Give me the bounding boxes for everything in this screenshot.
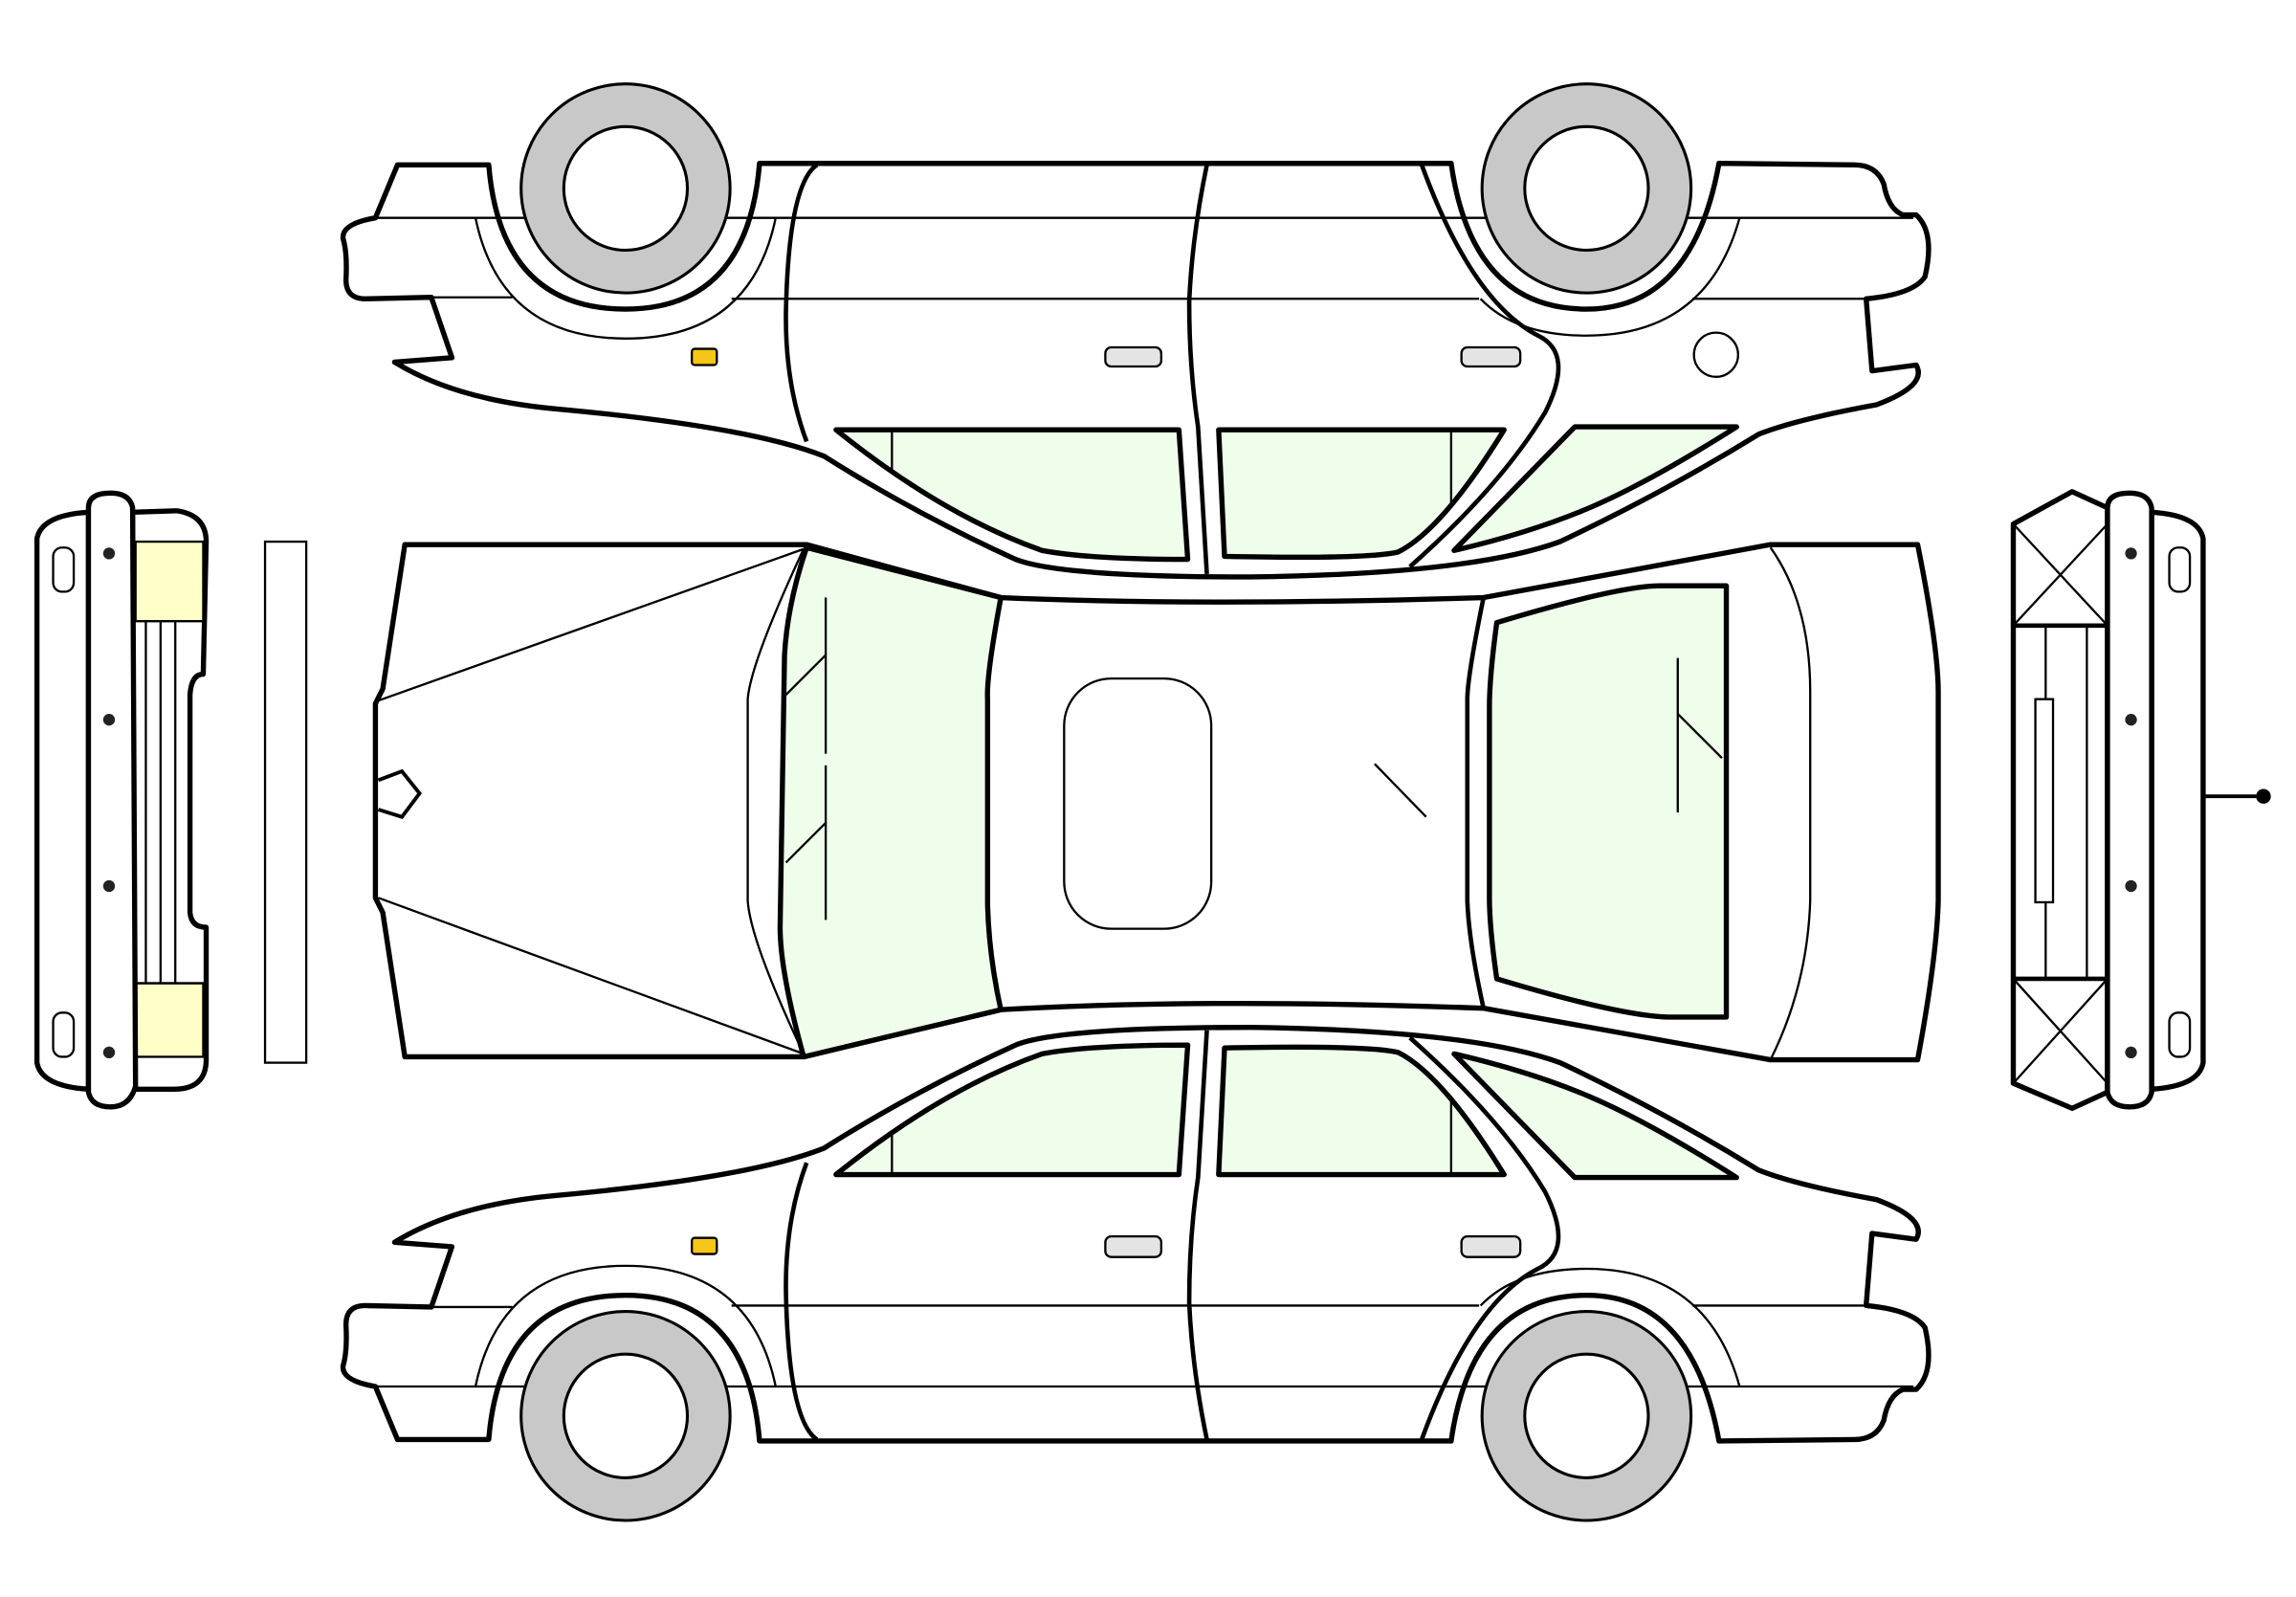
side-view-left bbox=[343, 84, 1929, 577]
rear-window bbox=[1487, 583, 1730, 1020]
side-marker-light bbox=[690, 347, 718, 366]
plan-view bbox=[372, 542, 1941, 1063]
door-handle bbox=[1104, 1234, 1162, 1258]
side-marker-light bbox=[690, 1236, 718, 1255]
fuel-cap bbox=[1692, 331, 1739, 378]
bumper-strip bbox=[263, 540, 308, 1064]
door-handle bbox=[1104, 345, 1162, 368]
windshield bbox=[777, 544, 1004, 1060]
rear-view bbox=[2010, 489, 2271, 1111]
emblem bbox=[377, 768, 422, 819]
front-view bbox=[33, 490, 210, 1110]
door-handle bbox=[1460, 345, 1522, 368]
sunroof bbox=[1063, 677, 1213, 930]
side-view-right bbox=[343, 1028, 1929, 1520]
door-handle bbox=[1460, 1234, 1522, 1258]
